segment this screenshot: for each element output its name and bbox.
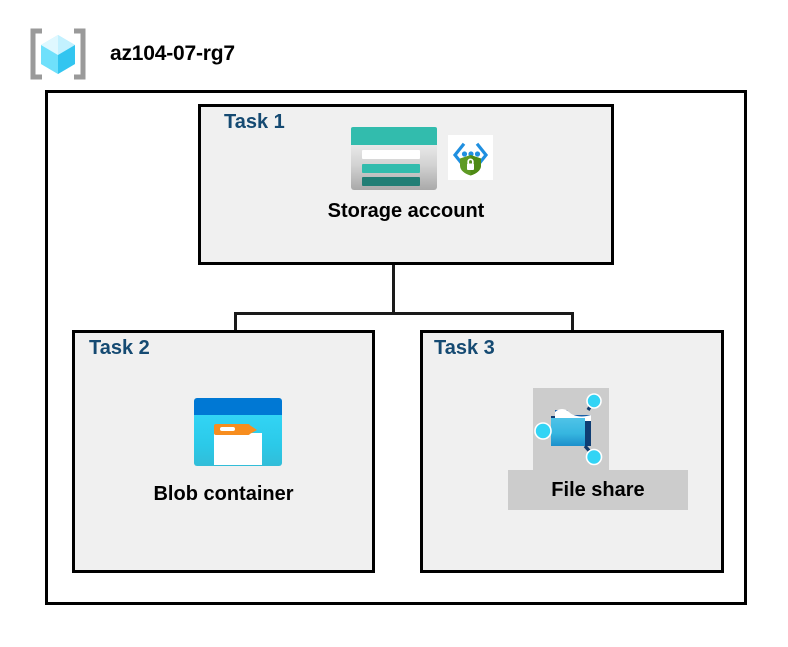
task-3-box <box>420 330 724 573</box>
task-3-label: Task 3 <box>434 337 495 359</box>
blob-container-icon <box>194 398 282 466</box>
file-share-icon <box>533 388 609 470</box>
resource-group-cube-icon <box>30 28 86 80</box>
storage-account-icon <box>351 127 437 190</box>
connector-task1-down <box>392 265 395 314</box>
secure-encryption-icon <box>448 135 493 180</box>
task-1-label: Task 1 <box>224 111 285 133</box>
storage-account-caption: Storage account <box>327 200 485 222</box>
resource-group-header: az104-07-rg7 <box>30 26 235 82</box>
blob-container-caption: Blob container <box>153 483 294 505</box>
resource-group-name: az104-07-rg7 <box>110 42 235 65</box>
connector-horizontal-bus <box>234 312 574 315</box>
file-share-caption: File share <box>508 470 688 510</box>
task-2-label: Task 2 <box>89 337 150 359</box>
